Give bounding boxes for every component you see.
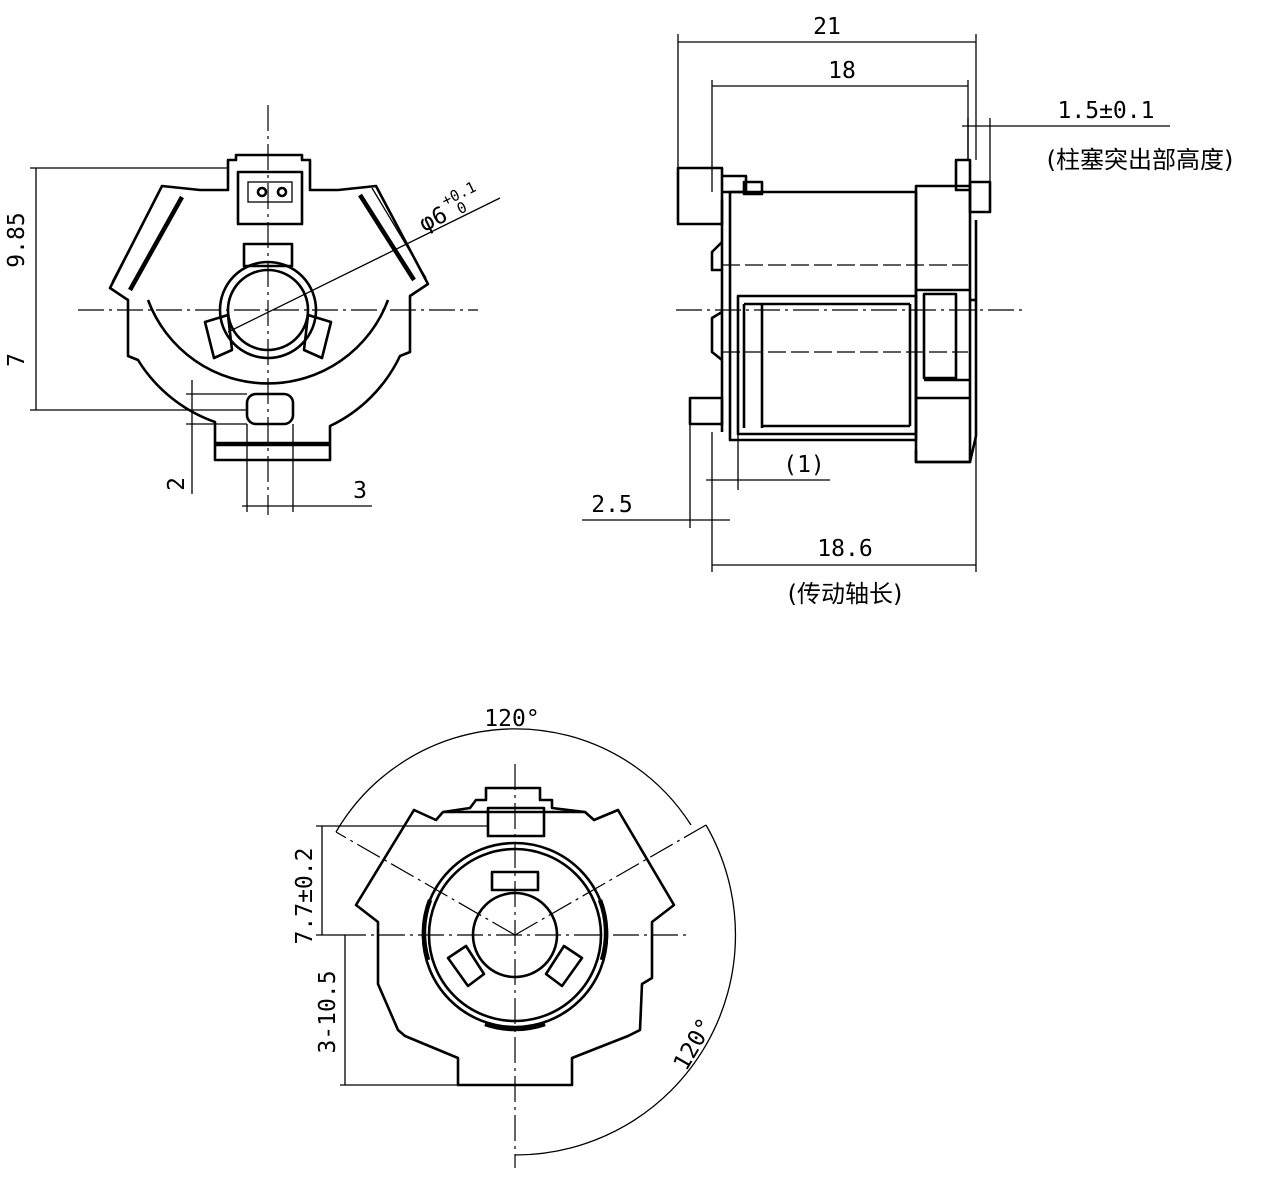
front-right-wing-edge	[358, 193, 416, 282]
bottom-ring-mark-right	[597, 899, 609, 961]
bottom-dim-3-10-5: 3-10.5	[315, 970, 341, 1053]
bottom-tab-top	[490, 870, 540, 892]
front-left-wing-line	[111, 189, 161, 283]
side-connector-tab	[742, 180, 764, 196]
side-dim-2-5: 2.5	[591, 492, 633, 518]
side-left-notch-mid	[710, 310, 723, 362]
bottom-outer-ring-inner	[427, 847, 603, 1023]
front-dim-bore-tol-lower: 0	[454, 198, 470, 218]
bottom-angle-arc-right	[514, 824, 737, 1156]
side-left-notch-top	[710, 241, 723, 272]
front-dim-9-85: 9.85	[4, 212, 30, 267]
front-connector-inner	[247, 181, 293, 203]
front-left-wing-edge	[128, 195, 184, 292]
front-bore-inner	[226, 268, 310, 352]
front-bore-top-tab	[242, 242, 294, 268]
side-connector-block	[676, 166, 724, 226]
side-flange-core	[922, 292, 958, 380]
bottom-ring-mark-bottom	[484, 1021, 546, 1032]
front-connector	[236, 170, 304, 226]
bottom-tab-right	[544, 944, 584, 988]
front-dim-7: 7	[4, 353, 30, 367]
bottom-top-block	[486, 806, 546, 838]
bottom-bore	[471, 891, 559, 979]
front-bore-right-tab	[302, 313, 333, 360]
side-coil-frame	[736, 294, 918, 436]
bottom-angle-arc-top	[335, 728, 692, 833]
side-left-foot	[688, 396, 724, 426]
front-slot	[245, 392, 295, 426]
front-dim-2: 2	[164, 477, 190, 491]
bottom-ring-mark-left	[421, 899, 433, 961]
bottom-angle-top: 120°	[484, 706, 539, 732]
front-inner-arc	[146, 299, 390, 385]
side-view: 21 18 1.5±0.1 (柱塞突出部高度) (1) 2.5 18.6 (传动…	[582, 14, 1233, 608]
side-flange-bottom	[914, 435, 978, 464]
side-plunger-tip	[954, 158, 972, 192]
front-bore-left-tab	[203, 313, 234, 360]
side-dim-21: 21	[813, 14, 841, 40]
front-dim-bore-group: φ6 +0.1 0	[415, 178, 479, 238]
side-dim-1-5: 1.5±0.1	[1058, 98, 1155, 124]
bottom-tab-left	[446, 944, 486, 988]
side-housing	[728, 190, 918, 442]
side-connector-latch	[722, 174, 748, 194]
side-dim-18-6: 18.6	[817, 536, 872, 562]
front-dim-3: 3	[353, 478, 367, 504]
bottom-dim-7-7: 7.7±0.2	[292, 848, 318, 945]
bottom-diag-right	[514, 824, 707, 936]
side-dim-1: (1)	[783, 452, 825, 478]
front-body-outline	[108, 153, 430, 462]
bottom-body-outline	[354, 786, 676, 1087]
front-connector-pin-right	[276, 186, 288, 198]
side-note-shaft: (传动轴长)	[788, 580, 903, 608]
side-dim-18: 18	[828, 58, 856, 84]
bottom-diag-left	[335, 831, 516, 936]
front-dim-bore-leader	[227, 197, 501, 333]
bottom-angle-right: 120°	[669, 1014, 719, 1075]
front-bore-outer	[218, 260, 318, 360]
bottom-view: 120° 120° 7.7±0.2 3-10.5	[292, 706, 737, 1168]
side-plunger-head	[968, 180, 992, 214]
side-note-plunger: (柱塞突出部高度)	[1047, 146, 1234, 174]
front-connector-pin-left	[256, 186, 268, 198]
front-right-wing-line	[371, 187, 427, 279]
front-view: 9.85 7 2 3 φ6 +0.1 0	[4, 105, 501, 515]
